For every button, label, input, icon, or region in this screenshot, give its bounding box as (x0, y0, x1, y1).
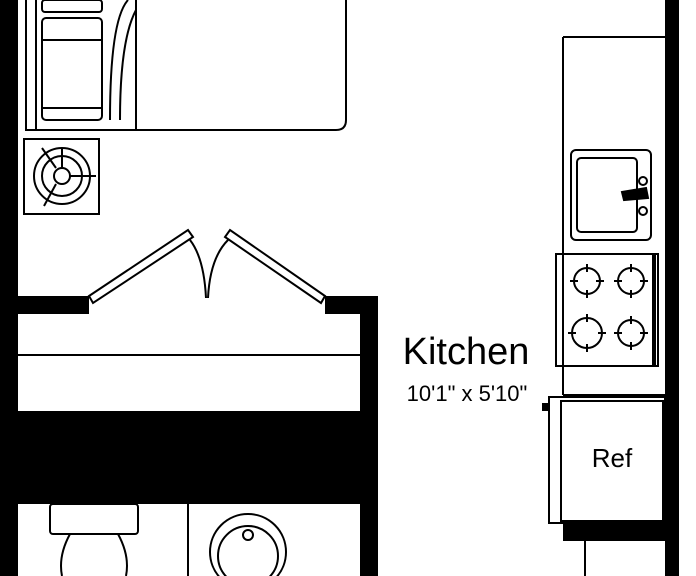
closet-shelf (18, 354, 360, 413)
fridge-label: Ref (592, 443, 633, 473)
refrigerator-icon (542, 396, 666, 524)
wall-right-exterior (665, 0, 679, 576)
cooktop-icon (555, 253, 659, 367)
room-name: Kitchen (403, 331, 530, 373)
sink-icon (570, 149, 652, 241)
vanity-sink-icon (209, 513, 287, 576)
walls (0, 0, 679, 576)
washer-dryer-icon (25, 0, 347, 131)
burner-bottom-left (568, 314, 606, 352)
toilet-icon (49, 503, 139, 576)
bifold-door-icon (87, 228, 327, 305)
burner-top-right (614, 264, 648, 298)
kitchen-counter (562, 36, 665, 396)
wall-left-exterior (0, 0, 18, 576)
room-dimensions: 10'1" x 5'10" (407, 381, 528, 406)
wall-bath-band (18, 412, 378, 504)
wall-closet-left (18, 296, 89, 314)
burner-bottom-right (614, 316, 648, 350)
wall-below-fridge (563, 523, 665, 541)
water-heater-icon (23, 138, 100, 215)
burner-top-left (570, 264, 604, 298)
